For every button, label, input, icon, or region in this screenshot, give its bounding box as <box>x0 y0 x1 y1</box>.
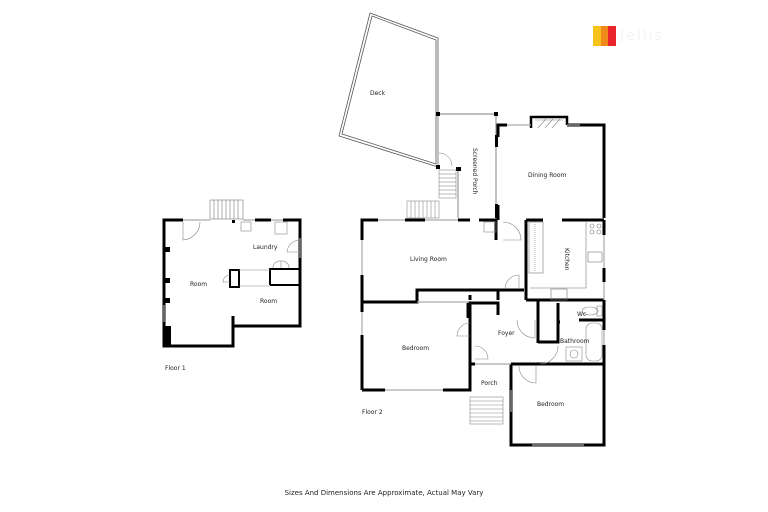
room-label-kitchen: Kitchen <box>563 248 570 271</box>
deck-outline <box>338 12 439 168</box>
logo-bar-red <box>608 26 616 46</box>
room-label-room-b: Room <box>260 298 277 305</box>
floor-1-label: Floor 1 <box>165 365 186 372</box>
brand-wordmark: Jellis <box>620 28 664 44</box>
room-label-bedroom-1: Bedroom <box>402 345 429 352</box>
room-label-porch: Porch <box>481 380 498 387</box>
floor-1-walls <box>162 218 302 348</box>
room-label-bathroom: Bathroom <box>560 338 590 345</box>
room-label-dining: Dining Room <box>528 172 567 179</box>
room-label-wc: Wc <box>577 311 586 318</box>
room-label-living: Living Room <box>410 256 447 263</box>
floor-1-plan: Laundry Room Room Floor 1 <box>162 199 302 372</box>
room-label-deck: Deck <box>370 90 386 97</box>
room-label-bedroom-2: Bedroom <box>537 401 564 408</box>
floor-2-plan: Deck Screened Porch <box>338 12 606 447</box>
room-label-laundry: Laundry <box>253 244 278 251</box>
floor-1-stairs <box>209 199 244 220</box>
logo-bar-yellow <box>593 26 601 46</box>
logo-bar-orange <box>600 26 609 46</box>
brand-logo <box>593 26 616 46</box>
room-label-screened-porch: Screened Porch <box>471 148 478 195</box>
room-label-room-a: Room <box>190 281 207 288</box>
disclaimer-text: Sizes And Dimensions Are Approximate, Ac… <box>284 489 484 497</box>
room-label-foyer: Foyer <box>498 330 515 337</box>
floor-2-label: Floor 2 <box>362 409 383 416</box>
